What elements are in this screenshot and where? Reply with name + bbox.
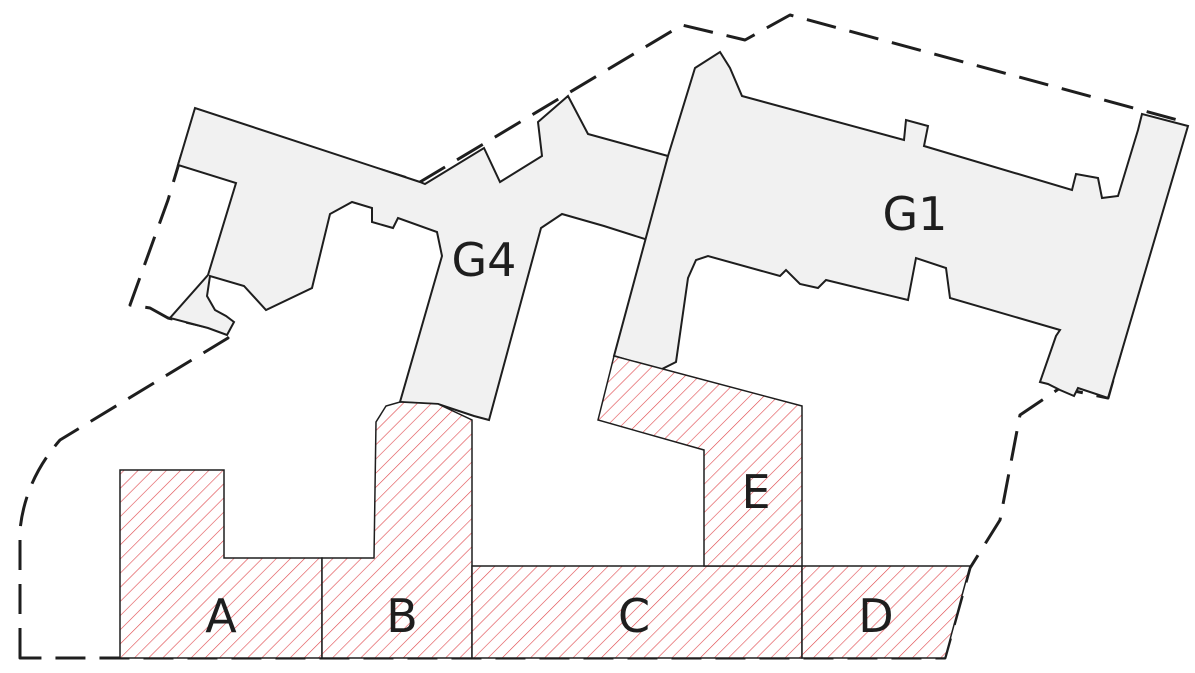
building-g4 — [168, 94, 670, 422]
plot-e-label: E — [741, 465, 770, 519]
building-g1-label: G1 — [883, 187, 948, 241]
plot-b-label: B — [386, 589, 418, 643]
plot-b — [321, 401, 473, 659]
plot-c-label: C — [618, 589, 650, 643]
plot-a-label: A — [205, 589, 237, 643]
plot-e — [597, 355, 803, 567]
plot-d — [801, 565, 971, 659]
building-g4-label: G4 — [452, 233, 517, 287]
site-boundary — [18, 13, 1187, 660]
plot-d-label: D — [858, 589, 893, 643]
building-g1 — [612, 50, 1190, 400]
